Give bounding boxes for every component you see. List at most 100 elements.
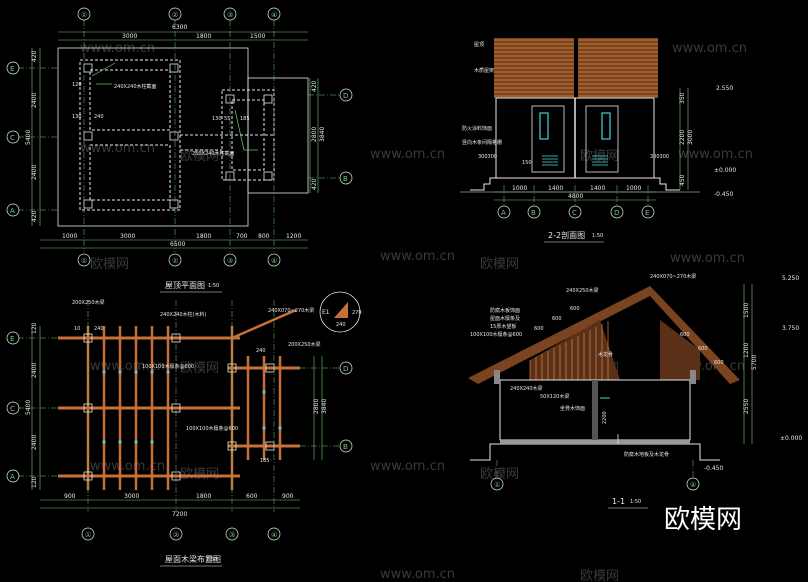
beam-note: 240X070~270木梁 <box>268 307 314 314</box>
dim-text: 1800 <box>196 33 211 40</box>
annotation: 防腐木板饰面 <box>490 307 520 314</box>
detail-dim: 270 <box>352 310 362 316</box>
dim-text: 1400 <box>590 185 605 192</box>
purlin-connectors <box>102 370 282 444</box>
drawing-title: 1-1 <box>612 497 625 506</box>
slope-dim: 600 <box>534 326 544 332</box>
watermark-url: www.om.cn <box>80 41 155 56</box>
annotation: 240X250木梁 <box>566 287 599 294</box>
dim-text: 700 <box>236 233 248 240</box>
grid-label: C <box>572 209 577 217</box>
small-dim: 300300 <box>650 154 669 160</box>
watermark-brand: 欧模网 <box>580 149 619 164</box>
detail-bubble <box>319 291 361 333</box>
grid-label: B <box>531 209 536 217</box>
dim-text: 1500 <box>250 33 265 40</box>
slope-dim: 600 <box>552 316 562 322</box>
dim-text: 420 <box>31 210 38 222</box>
elevation-mark: ±0.000 <box>714 167 736 174</box>
dim-text: 800 <box>258 233 270 240</box>
grid-label: ③ <box>229 531 235 539</box>
annotation: 屋顶 <box>474 42 484 48</box>
dim-text: 2400 <box>31 93 38 108</box>
small-dim: 185 <box>240 116 250 122</box>
slope-dim: 600 <box>698 346 708 352</box>
slope-dim: 600 <box>570 306 580 312</box>
dim-text: 1500 <box>743 303 750 318</box>
columns <box>83 63 273 209</box>
grid-label: ④ <box>690 481 696 489</box>
grid-axes <box>18 20 340 252</box>
annotation: 竖向木条间隔格栅 <box>462 139 502 146</box>
dim-text: 1200 <box>743 343 750 358</box>
dim-text: 2800 <box>313 399 320 414</box>
small-dim: 10 <box>74 326 80 332</box>
watermark-brand: 欧模网 <box>90 257 129 272</box>
watermark-url: www.om.cn <box>90 459 165 474</box>
drawing-scale: 1:50 <box>208 283 219 289</box>
dim-text: 3000 <box>687 130 694 145</box>
dim-text: 3840 <box>319 127 326 142</box>
door-right <box>585 105 619 173</box>
center-column <box>592 380 598 442</box>
small-dim: 240 <box>256 348 266 354</box>
grid-label: E <box>645 209 649 217</box>
door-window-left <box>539 112 549 140</box>
section-1-1: ① ④ 1500 1200 2550 5700 5.250 3.750 ±0.0… <box>468 273 802 509</box>
detail-label: E1 <box>322 309 330 316</box>
grid-label: E <box>10 335 14 343</box>
grid-label: ④ <box>271 11 277 19</box>
dim-text: 1400 <box>548 185 563 192</box>
elevation-mark: 3.750 <box>782 325 799 332</box>
dim-text: 2550 <box>743 399 750 414</box>
watermark-url: www.om.cn <box>90 359 165 374</box>
dim-text: 1000 <box>626 185 641 192</box>
watermark-brand: 欧模网 <box>480 257 519 272</box>
dim-text: 3000 <box>120 233 135 240</box>
grid-axes <box>496 460 694 478</box>
drawing-title: 屋顶平面图 <box>165 281 205 290</box>
dim-text: 450 <box>679 174 686 186</box>
small-dim: 300300 <box>478 154 497 160</box>
dim-text: 2200 <box>679 130 686 145</box>
grid-axes <box>503 185 649 206</box>
dim-text: 120 <box>31 322 38 334</box>
annotation: 屋面木檩条及 <box>490 315 520 322</box>
grid-label: A <box>10 473 15 481</box>
annotation: 50X120木梁 <box>540 393 569 400</box>
grid-label: ③ <box>227 257 233 265</box>
grid-label: ③ <box>227 11 233 19</box>
watermark-url: www.om.cn <box>370 147 445 162</box>
dim-text: 5400 <box>25 400 32 415</box>
roof-slats <box>494 38 658 98</box>
grid-label: B <box>343 443 348 451</box>
door-window-right <box>601 112 611 140</box>
grid-label: ② <box>172 11 178 19</box>
drawing-title: 2-2剖面图 <box>548 230 585 240</box>
elevation-mark: -0.450 <box>714 191 734 198</box>
drawing-scale: 1:50 <box>630 499 641 505</box>
watermark-url: www.om.cn <box>678 147 753 162</box>
door-vents <box>542 155 608 166</box>
column-note: 240X240木柱截面 <box>114 83 157 90</box>
dim-text: 7200 <box>172 511 187 518</box>
door-left <box>531 105 565 173</box>
grid-label: B <box>343 175 348 183</box>
small-dim: 55 <box>224 116 230 122</box>
small-dim: 185 <box>260 458 270 464</box>
slope-dim: 600 <box>714 360 724 366</box>
elevation-mark: -0.450 <box>704 465 724 472</box>
annotation: 防火涂料饰面 <box>462 125 492 132</box>
section-2-2: A B C D E 1000 1400 1400 1000 4800 350 2… <box>460 38 736 243</box>
elevation-mark: 2.550 <box>716 85 733 92</box>
dim-text: 3000 <box>124 493 139 500</box>
watermark-brand: 欧模网 <box>180 149 219 164</box>
watermark-brand: 欧模网 <box>180 361 219 376</box>
dim-text: 420 <box>31 50 38 62</box>
beam-note: 100X100木檩条@600 <box>142 363 194 370</box>
dim-lines <box>494 88 689 201</box>
detail-beam-section <box>334 302 348 318</box>
watermark-url: www.om.cn <box>380 249 455 264</box>
ground-steps <box>470 177 680 191</box>
roof-outline <box>57 47 249 227</box>
